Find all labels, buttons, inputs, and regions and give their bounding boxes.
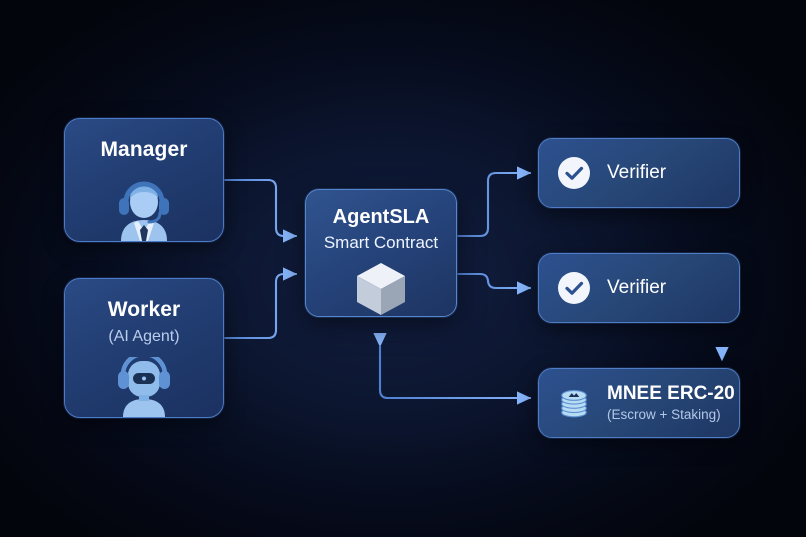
node-mnee-token-sublabel: (Escrow + Staking) [607,407,721,423]
node-contract-subtitle: Smart Contract [323,233,439,252]
wire-contract-to-verifier-2 [456,272,532,295]
wire-contract-to-verifier-1 [456,166,532,238]
wire-worker-to-contract [222,267,298,340]
node-worker-title: Worker [107,298,181,321]
node-verifier-1-label: Verifier [607,162,667,184]
manager-headset-person-icon [65,170,223,241]
wire-contract-to-token [378,344,532,405]
check-circle-icon [557,271,591,305]
cube-icon [355,261,407,322]
node-verifier-2[interactable]: Verifier [538,253,740,323]
node-verifier-1[interactable]: Verifier [538,138,740,208]
node-contract-title: AgentSLA [332,206,430,228]
node-worker[interactable]: Worker (AI Agent) [64,278,224,418]
coin-stack-icon [557,386,591,420]
node-manager[interactable]: Manager [64,118,224,242]
node-mnee-token[interactable]: MNEE ERC-20 (Escrow + Staking) [538,368,740,438]
node-worker-subtitle: (AI Agent) [108,328,180,345]
node-smart-contract[interactable]: AgentSLA Smart Contract [305,189,457,317]
node-manager-title: Manager [100,138,188,161]
node-verifier-2-label: Verifier [607,277,667,299]
wire-manager-to-contract [222,178,298,243]
check-circle-icon [557,156,591,190]
robot-agent-headset-icon [65,355,223,417]
node-mnee-token-label: MNEE ERC-20 [607,383,735,405]
